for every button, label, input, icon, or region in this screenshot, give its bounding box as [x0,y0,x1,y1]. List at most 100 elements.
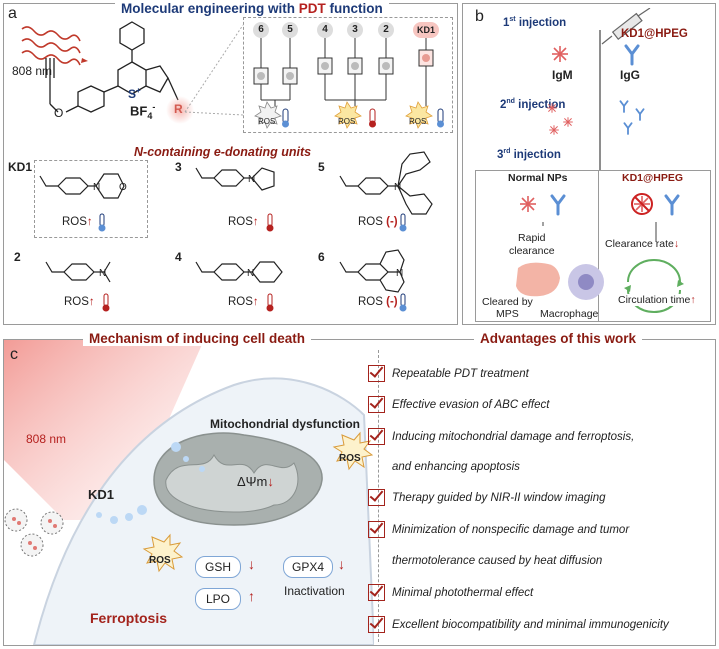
advantage-text-4: Therapy guided by NIR-II window imaging [392,492,606,504]
bar-5-label: 5 [282,22,298,38]
advantage-item-1: Repeatable PDT treatment [368,365,529,382]
inset-ros-label-3: ROS [409,117,427,126]
check-icon [368,584,385,601]
panel-c [3,339,716,646]
advantage-text-5-cont: thermotolerance caused by heat diffusion [392,555,603,567]
bar-3-label: 3 [347,22,363,38]
gsh-pill: GSH [195,556,241,578]
circulation-time-text: Circulation time [618,294,691,306]
panel-a-title: Molecular engineering with PDT function [115,1,389,16]
rapid-clearance-label: Rapid clearance [509,232,555,258]
advantage-text-3-cont: and enhancing apoptosis [392,461,520,473]
membrane-potential-label: ΔΨm↓ [237,474,274,489]
panel-c-kd1-label: KD1 [88,487,115,502]
svg-text:N: N [394,182,401,193]
svg-text:O: O [119,182,127,193]
kd-molecule-structure [45,21,194,124]
bar-2-label: 2 [378,22,394,38]
ros-burst-lower: ROS [149,555,171,566]
igm-label: IgM [552,68,573,82]
compound-6-effect: ROS (-) [358,296,398,308]
compound-4-id: 4 [175,250,182,264]
second-injection-num: 2 [500,98,507,111]
compound-6-id: 6 [318,250,325,264]
kd1-hpeg-label: KD1@HPEG [622,172,684,184]
check-icon [368,489,385,506]
panel-b-letter: b [475,8,484,25]
first-injection-word: injection [515,16,567,29]
compound-3-id: 3 [175,160,182,174]
compound-kd1-id: KD1 [8,160,33,174]
compound-5-id: 5 [318,160,325,174]
counterion-superscript: - [152,102,156,112]
sulfur-symbol: S [128,87,137,101]
counterion-base: BF [130,103,148,119]
svg-text:N: N [396,268,403,279]
counterion-subscript: 4 [147,110,153,121]
bar-6-label: 6 [253,22,269,38]
counterion-label: BF4- [130,102,155,121]
gpx4-arrow: ↓ [338,556,345,572]
inset-bar-graphics [253,38,444,129]
advantage-text-6: Minimal photothermal effect [392,587,534,599]
svg-text:N: N [93,182,100,193]
advantage-item-5-cont: thermotolerance caused by heat diffusion [392,555,602,567]
compound-6-ros: ROS [358,296,383,308]
membrane-potential-arrow: ↓ [267,474,274,489]
r-group-label: R [174,102,183,116]
advantage-item-2: Effective evasion of ABC effect [368,396,550,413]
syringe-icon [601,8,651,45]
rapid-clearance-text: Rapid clearance [509,232,555,257]
advantage-item-3: Inducing mitochondrial damage and ferrop… [368,428,635,445]
bar-6: 6 [250,22,272,38]
bar-2: 2 [375,22,397,38]
inactivation-label: Inactivation [284,584,345,598]
bar-4: 4 [314,22,336,38]
advantage-text-1: Repeatable PDT treatment [392,368,529,380]
advantage-text-3: Inducing mitochondrial damage and ferrop… [392,431,635,443]
panel-a-title-highlight: PDT [298,1,326,16]
compound-4-arrow: ↑ [252,296,259,308]
check-icon [368,521,385,538]
lpo-pill: LPO [195,588,241,610]
ros-comparison-inset [243,17,453,133]
first-injection-label: 1st injection [503,16,566,29]
panel-a-title-prefix: Molecular engineering with [121,1,299,16]
panel-a-title-suffix: function [325,1,383,16]
bar-3: 3 [344,22,366,38]
third-injection-num: 3 [497,148,504,161]
third-injection-label: 3rd injection [497,148,561,161]
panel-a-letter: a [8,5,17,22]
ferroptosis-label: Ferroptosis [90,610,168,626]
advantages-title: Advantages of this work [474,331,643,346]
sulfur-atom-label: S+ [128,86,141,101]
clearance-rate-arrow: ↓ [673,238,680,250]
compound-3-arrow: ↑ [252,216,259,228]
gsh-label: GSH [204,560,231,574]
check-icon [368,396,385,413]
second-injection-sup: nd [506,98,515,105]
antibody-timeline [547,30,645,170]
kd1-highlight-box [34,160,148,238]
compound-2-effect: ROS↑ [64,296,95,308]
sulfur-charge: + [136,86,141,95]
svg-text:N: N [247,268,254,279]
inset-ros-label-2: ROS [338,117,356,126]
advantage-item-3-cont: and enhancing apoptosis [392,461,520,473]
cleared-by-mps-text: Cleared by MPS [482,296,533,320]
gsh-arrow: ↓ [248,556,255,572]
ros-burst-upper: ROS [339,453,361,464]
bar-kd1: KD1 [413,22,439,38]
panel-c-title: Mechanism of inducing cell death [83,331,312,346]
cell-illustration [4,377,374,645]
panel-c-laser-label: 808 nm [26,432,67,446]
advantage-text-2: Effective evasion of ABC effect [392,399,550,411]
lpo-arrow: ↑ [248,588,255,604]
cleared-by-mps-label: Cleared by MPS [482,296,533,320]
compound-3-effect: ROS↑ [228,216,259,228]
igg-label: IgG [620,68,640,82]
normal-nps-label: Normal NPs [508,172,568,184]
compound-6-arrow: (-) [386,296,398,308]
compound-2-ros: ROS [64,296,89,308]
